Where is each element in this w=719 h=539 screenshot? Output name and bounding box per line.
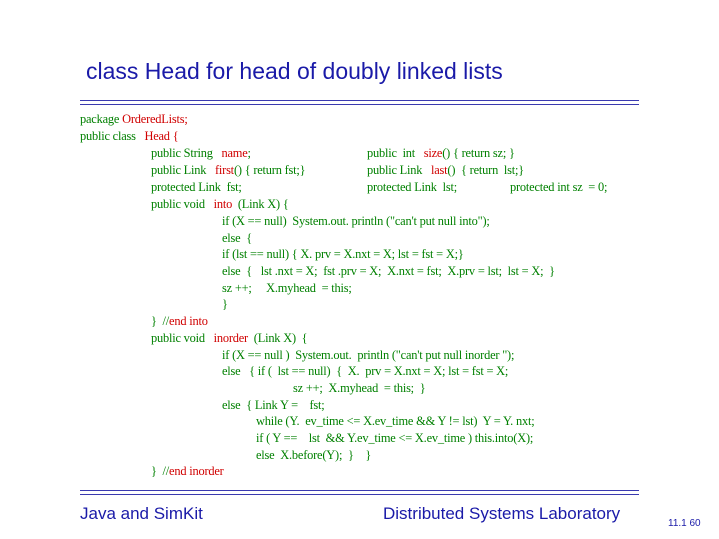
code-token: package (80, 112, 123, 126)
code-token-highlight: Head { (144, 129, 179, 143)
code-line-class-decl: public class Head { (80, 128, 179, 144)
code-token: () { return fst;} (233, 163, 306, 177)
code-token: (Link X) { (232, 197, 289, 211)
code-token: public class (80, 129, 145, 143)
code-line: else X.before(Y); } } (256, 448, 372, 462)
code-token: public String (151, 146, 222, 160)
code-token: () { return sz; } (442, 146, 515, 160)
code-line: } (222, 297, 228, 311)
top-divider-secondary (80, 104, 639, 105)
code-token: public void (151, 331, 214, 345)
code-token: public void (151, 197, 214, 211)
code-line-end-into: } //end into (151, 313, 208, 329)
code-token: public Link (367, 163, 431, 177)
slide-title: class Head for head of doubly linked lis… (86, 58, 503, 84)
code-token-highlight: inorder (213, 331, 249, 345)
code-token-highlight: first (214, 163, 234, 177)
code-line-field-name: public String name; (151, 145, 251, 161)
code-line-method-inorder: public void inorder (Link X) { (151, 330, 308, 346)
code-token: () { return lst;} (447, 163, 524, 177)
code-token-highlight: name (221, 146, 248, 160)
bottom-divider (80, 490, 639, 491)
code-line-field-fst: protected Link fst; (151, 180, 242, 194)
code-token-highlight: OrderedLists; (122, 112, 188, 126)
bottom-divider-secondary (80, 494, 639, 495)
code-line: if (lst == null) { X. prv = X.nxt = X; l… (222, 247, 464, 261)
code-token: public int (367, 146, 424, 160)
code-line: sz ++; X.myhead = this; } (293, 381, 426, 395)
code-token: ; (247, 146, 251, 160)
code-token-highlight: end inorder (169, 464, 224, 478)
page-number: 11.1 60 (668, 518, 701, 529)
code-token: public Link (151, 163, 215, 177)
code-token: (Link X) { (247, 331, 308, 345)
code-line-method-first: public Link first() { return fst;} (151, 162, 306, 178)
code-token-highlight: into (213, 197, 233, 211)
code-token: } // (151, 464, 170, 478)
code-line: if (X == null ) System.out. println ("ca… (222, 348, 515, 362)
code-line-package: package OrderedLists; (80, 111, 188, 127)
footer-course: Java and SimKit (80, 504, 203, 523)
code-line-method-into: public void into (Link X) { (151, 196, 289, 212)
code-line-end-inorder: } //end inorder (151, 463, 224, 479)
code-line: else { (222, 231, 253, 245)
code-line: if ( Y == lst && Y.ev_time <= X.ev_time … (256, 431, 534, 445)
code-line: sz ++; X.myhead = this; (222, 281, 352, 295)
code-line-field-lst: protected Link lst; (367, 180, 457, 194)
code-line-method-last: public Link last() { return lst;} (367, 162, 524, 178)
code-token-highlight: size (423, 146, 443, 160)
footer-lab: Distributed Systems Laboratory (383, 504, 621, 523)
code-token-highlight: end into (169, 314, 208, 328)
code-line: else { Link Y = fst; (222, 398, 325, 412)
code-line-method-size: public int size() { return sz; } (367, 145, 515, 161)
top-divider (80, 100, 639, 101)
code-token-highlight: last (430, 163, 448, 177)
code-line: else { lst .nxt = X; fst .prv = X; X.nxt… (222, 264, 555, 278)
code-line-field-sz: protected int sz = 0; (510, 180, 608, 194)
code-line: while (Y. ev_time <= X.ev_time && Y != l… (256, 414, 535, 428)
code-line: if (X == null) System.out. println ("can… (222, 214, 490, 228)
code-token: } // (151, 314, 170, 328)
code-line: else { if ( lst == null) { X. prv = X.nx… (222, 364, 509, 378)
